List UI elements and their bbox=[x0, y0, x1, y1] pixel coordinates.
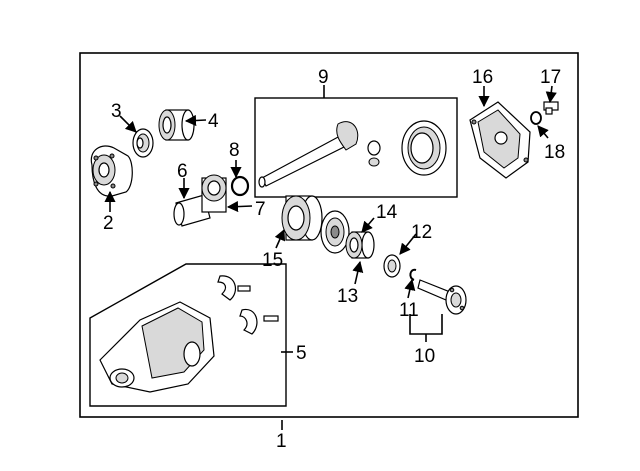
callout-1: 1 bbox=[276, 431, 287, 452]
part-5-housing bbox=[99, 275, 279, 393]
callout-5: 5 bbox=[296, 343, 307, 364]
part-14-gear bbox=[320, 210, 350, 254]
part-16-cover bbox=[469, 101, 531, 179]
part-17-bolt bbox=[543, 101, 559, 115]
part-15-case bbox=[281, 195, 323, 241]
part-12-race bbox=[383, 254, 401, 278]
callout-13: 13 bbox=[337, 286, 358, 307]
callout-17: 17 bbox=[540, 67, 561, 88]
part-2-flange bbox=[90, 145, 133, 197]
part-8-ring bbox=[230, 175, 250, 197]
callout-6: 6 bbox=[177, 161, 188, 182]
part-3-seal bbox=[132, 128, 154, 158]
callout-16: 16 bbox=[472, 67, 493, 88]
callout-11: 11 bbox=[399, 300, 419, 321]
part-6-7-bearing bbox=[173, 174, 227, 227]
callout-12: 12 bbox=[411, 222, 432, 243]
outer-frame bbox=[79, 52, 579, 418]
callout-10: 10 bbox=[414, 346, 435, 367]
callout-9: 9 bbox=[318, 67, 329, 88]
callout-8: 8 bbox=[229, 140, 240, 161]
callout-7: 7 bbox=[255, 199, 266, 220]
part-18-washer bbox=[530, 111, 542, 125]
part-10-output-shaft bbox=[417, 279, 467, 315]
part-9-pinion bbox=[258, 120, 447, 188]
leader-lines bbox=[104, 85, 557, 430]
callout-2: 2 bbox=[103, 213, 114, 234]
callout-3: 3 bbox=[111, 101, 122, 122]
callout-15: 15 bbox=[262, 250, 283, 271]
pinion-group-frame bbox=[254, 97, 458, 198]
callout-18: 18 bbox=[544, 142, 565, 163]
part-11-clip bbox=[409, 268, 417, 281]
part-4-bearing bbox=[158, 109, 195, 141]
housing-group-frame bbox=[89, 263, 287, 407]
callout-14: 14 bbox=[376, 202, 398, 223]
callout-4: 4 bbox=[208, 111, 219, 132]
part-13-bearing bbox=[345, 231, 375, 259]
